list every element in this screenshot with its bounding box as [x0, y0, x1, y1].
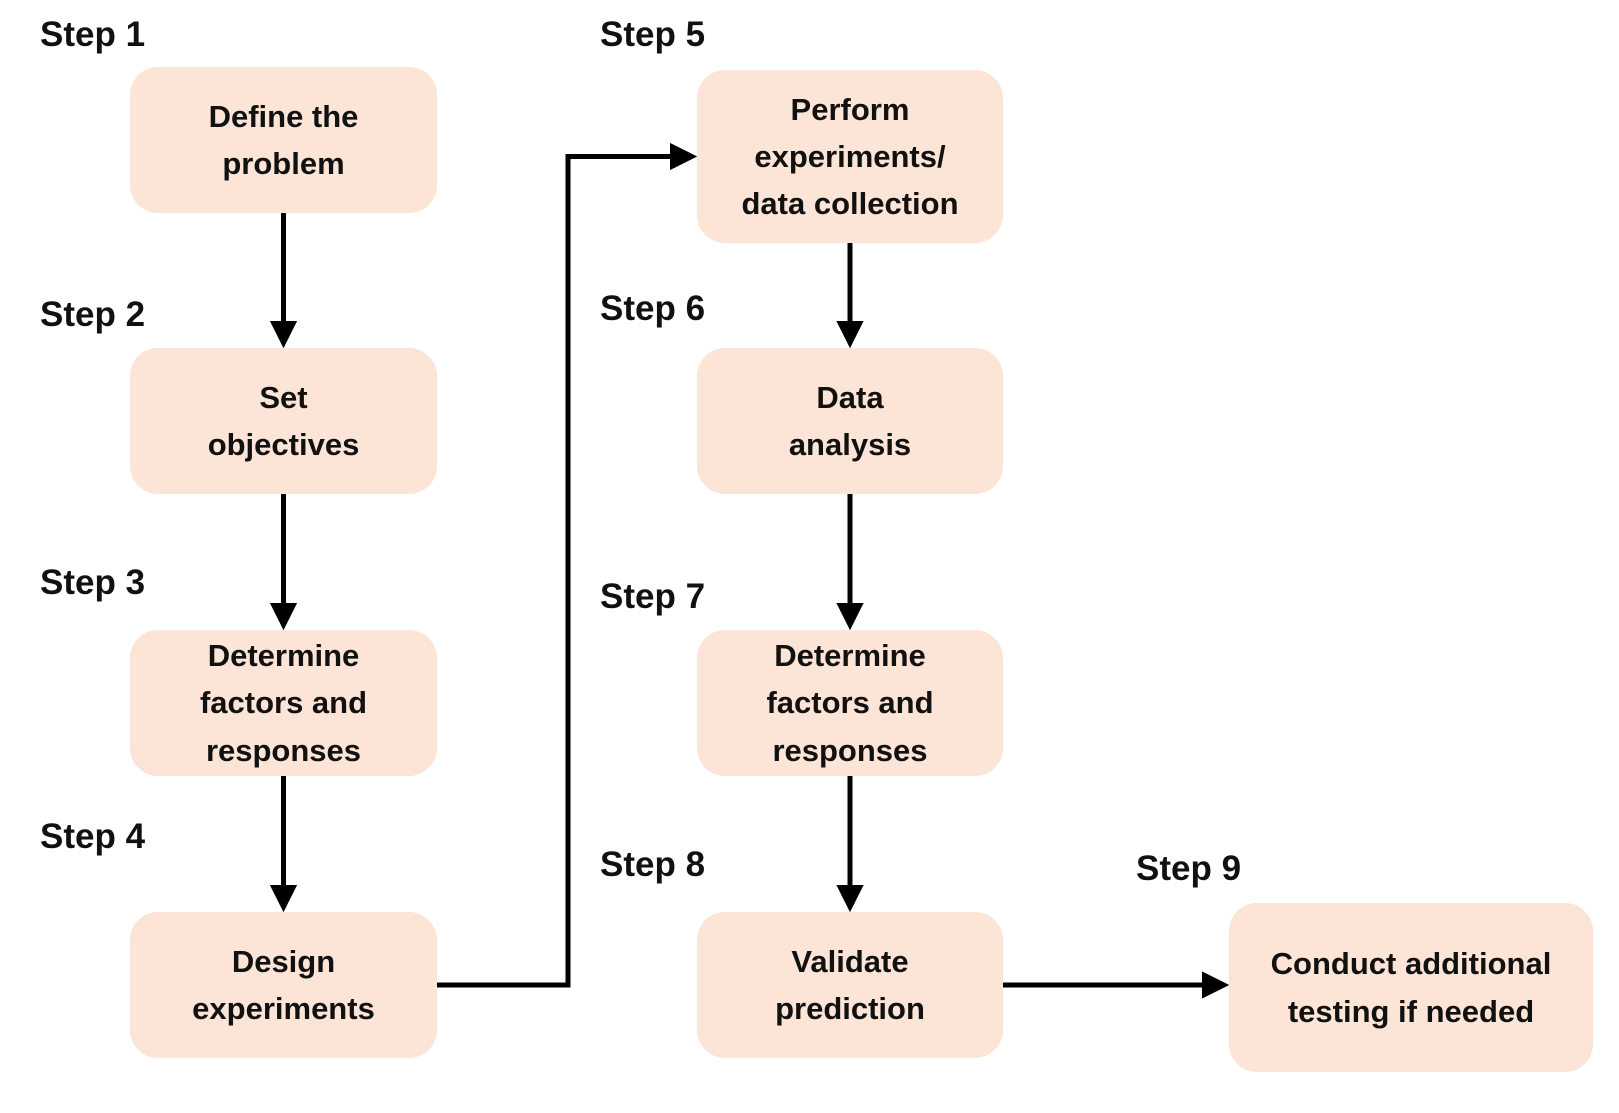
step-label-step-3: Step 3 [40, 563, 146, 602]
flow-node-step-2: Set objectives [130, 348, 437, 494]
flow-node-step-9: Conduct additional testing if needed [1229, 903, 1593, 1072]
step-label-step-2: Step 2 [40, 295, 146, 334]
step-label-step-9: Step 9 [1136, 849, 1242, 888]
flow-node-step-6: Data analysis [697, 348, 1003, 494]
flow-node-step-1: Define the problem [130, 67, 437, 213]
step-label-step-1: Step 1 [40, 15, 146, 54]
step-label-step-7: Step 7 [600, 577, 706, 616]
step-label-step-8: Step 8 [600, 845, 706, 884]
flow-node-step-8: Validate prediction [697, 912, 1003, 1058]
step-label-step-6: Step 6 [600, 289, 706, 328]
step-label-step-5: Step 5 [600, 15, 706, 54]
flow-node-step-7: Determine factors and responses [697, 630, 1003, 776]
flow-node-step-5: Perform experiments/ data collection [697, 70, 1003, 243]
flow-node-step-3: Determine factors and responses [130, 630, 437, 776]
flow-node-step-4: Design experiments [130, 912, 437, 1058]
step-label-step-4: Step 4 [40, 817, 146, 856]
